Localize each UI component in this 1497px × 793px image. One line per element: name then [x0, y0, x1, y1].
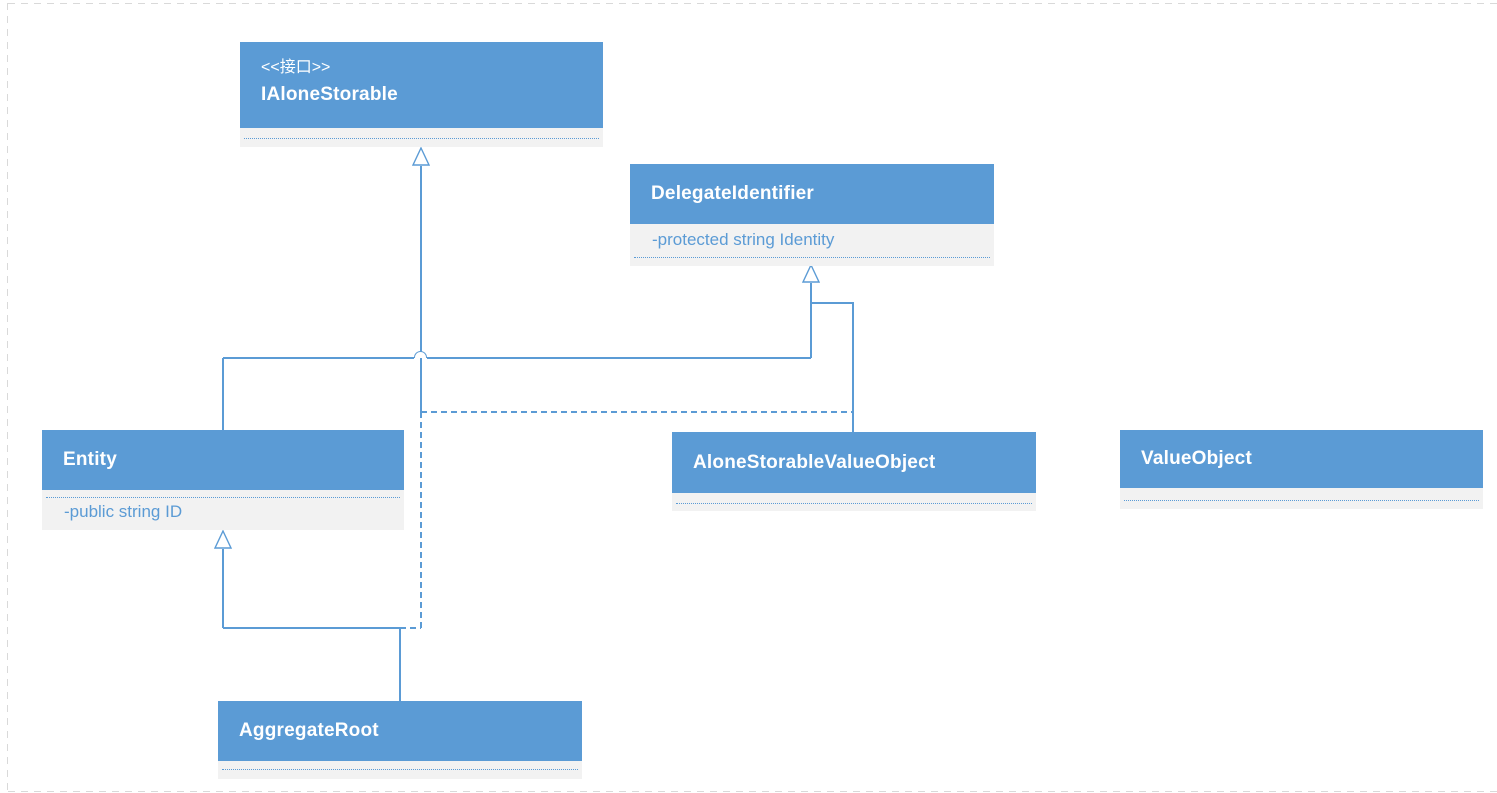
compartment-separator	[676, 503, 1032, 504]
connector-line-hop	[414, 351, 427, 358]
class-body	[240, 128, 603, 147]
class-header: DelegateIdentifier	[630, 164, 994, 224]
class-attribute: -protected string Identity	[652, 230, 835, 249]
generalization-arrowhead-ialonestorable[interactable]	[412, 147, 430, 166]
page-border-left	[7, 3, 8, 792]
class-body	[218, 761, 582, 779]
connector-asvo-delegateidentifier-segment[interactable]	[852, 302, 854, 432]
page-border-top	[8, 3, 1497, 4]
connector-aggregateroot-entity-segment[interactable]	[399, 628, 401, 701]
class-box-alonestorablevalueobject[interactable]: AloneStorableValueObject	[672, 432, 1036, 511]
class-body	[672, 493, 1036, 511]
class-box-aggregateroot[interactable]: AggregateRoot	[218, 701, 582, 779]
class-name: Entity	[63, 449, 117, 470]
class-body: -public string ID	[42, 490, 404, 530]
class-name: AggregateRoot	[239, 720, 379, 741]
connector-aggregateroot-entity-segment[interactable]	[222, 549, 224, 628]
class-box-ialonestorable[interactable]: <<接口>> IAloneStorable	[240, 42, 603, 147]
class-header: ValueObject	[1120, 430, 1483, 488]
class-name: IAloneStorable	[261, 84, 398, 105]
class-body	[1120, 488, 1483, 509]
class-header: AggregateRoot	[218, 701, 582, 761]
page-border-bottom	[8, 791, 1497, 792]
compartment-separator	[46, 497, 400, 498]
connector-entity-delegateidentifier-segment[interactable]	[810, 283, 812, 358]
class-header: Entity	[42, 430, 404, 490]
connector-asvo-ialonestorable-dashed-segment[interactable]	[421, 411, 853, 413]
connector-realization-stem-segment[interactable]	[420, 166, 422, 412]
class-name: AloneStorableValueObject	[693, 451, 936, 473]
generalization-arrowhead-delegateidentifier[interactable]	[802, 264, 820, 283]
connector-aggregateroot-ialonestorable-dashed-segment[interactable]	[420, 412, 422, 628]
connector-aggregateroot-ialonestorable-dashed-segment[interactable]	[400, 627, 421, 629]
class-attribute: -public string ID	[64, 502, 183, 521]
connector-entity-delegateidentifier-segment[interactable]	[222, 358, 224, 430]
connector-aggregateroot-entity-segment[interactable]	[223, 627, 401, 629]
stereotype-label: <<接口>>	[261, 59, 331, 76]
connector-entity-delegateidentifier-segment[interactable]	[427, 357, 811, 359]
class-name: DelegateIdentifier	[651, 183, 815, 204]
generalization-arrowhead-entity[interactable]	[214, 530, 232, 549]
connector-entity-delegateidentifier-segment[interactable]	[223, 357, 414, 359]
class-header: AloneStorableValueObject	[672, 432, 1036, 493]
class-name: ValueObject	[1141, 448, 1252, 469]
class-body: -protected string Identity	[630, 224, 994, 266]
compartment-separator	[634, 257, 990, 258]
compartment-separator	[1124, 500, 1479, 501]
compartment-separator	[244, 138, 599, 139]
compartment-separator	[222, 769, 578, 770]
class-box-delegateidentifier[interactable]: DelegateIdentifier -protected string Ide…	[630, 164, 994, 266]
connector-asvo-delegateidentifier-segment[interactable]	[810, 302, 854, 304]
class-header: <<接口>> IAloneStorable	[240, 42, 603, 128]
class-box-valueobject[interactable]: ValueObject	[1120, 430, 1483, 509]
class-box-entity[interactable]: Entity -public string ID	[42, 430, 404, 530]
